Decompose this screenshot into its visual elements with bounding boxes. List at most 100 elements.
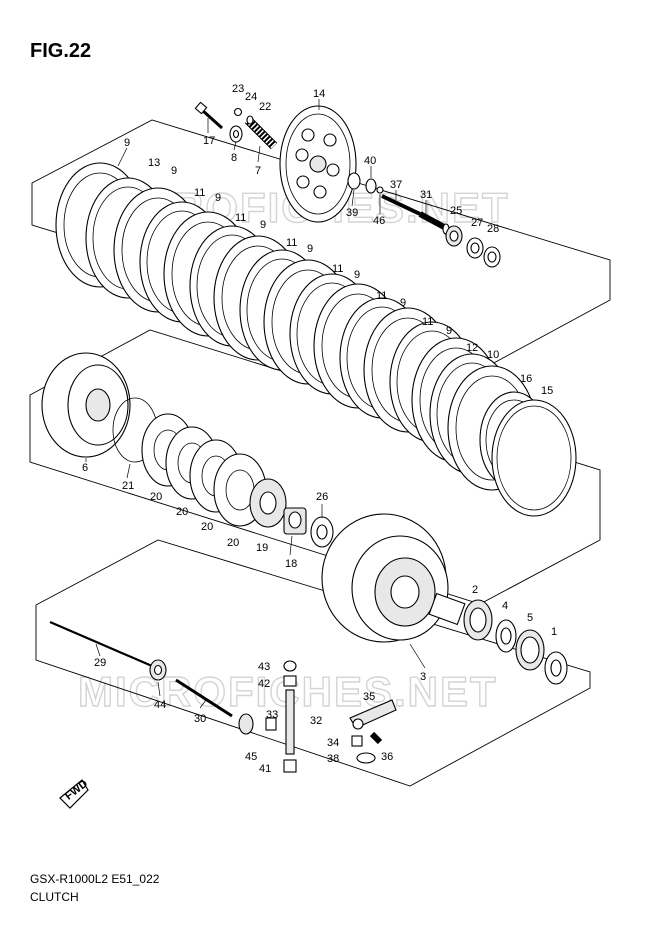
callout-31: 31 (420, 189, 432, 201)
nut-34 (351, 735, 363, 747)
callout-44: 44 (154, 699, 166, 711)
washer-24 (246, 115, 254, 125)
callout-21: 21 (122, 480, 134, 492)
callout-20d: 20 (227, 537, 239, 549)
callout-40: 40 (364, 155, 376, 167)
callout-34: 34 (327, 737, 339, 749)
callout-9d: 9 (260, 219, 266, 231)
callout-14: 14 (313, 88, 325, 100)
callout-labels: 14 23 24 22 17 8 7 40 39 37 46 31 25 27 … (82, 83, 557, 775)
callout-29: 29 (94, 657, 106, 669)
callout-11b: 11 (235, 212, 246, 224)
washer-40 (365, 178, 377, 194)
assembly-frames (29, 119, 611, 787)
callout-28: 28 (487, 223, 499, 235)
leader-lines (85, 99, 427, 709)
callout-41: 41 (259, 763, 271, 775)
callout-46: 46 (373, 215, 385, 227)
ring-46 (376, 186, 384, 194)
callout-27: 27 (471, 217, 483, 229)
callout-42: 42 (258, 678, 270, 690)
callout-9g: 9 (400, 297, 406, 309)
clutch-plate-stack (55, 162, 577, 517)
callout-11e: 11 (376, 290, 387, 302)
callout-9a: 9 (124, 137, 130, 149)
callout-9c: 9 (215, 192, 221, 204)
callout-9e: 9 (307, 243, 313, 255)
sleeve-hub-6 (41, 352, 131, 458)
callout-2: 2 (472, 584, 478, 596)
callout-26: 26 (316, 491, 328, 503)
thrust-washer-1 (544, 651, 568, 685)
seal-42 (283, 675, 297, 687)
spacer-2 (428, 592, 466, 626)
callout-37: 37 (390, 179, 402, 191)
callout-24: 24 (245, 91, 257, 103)
release-shaft-32 (283, 660, 297, 773)
callout-43: 43 (258, 661, 270, 673)
callout-9f: 9 (354, 269, 360, 281)
callout-33: 33 (266, 709, 278, 721)
callout-11c: 11 (286, 237, 297, 249)
push-rod-29 (49, 620, 153, 668)
spring-7 (244, 116, 278, 150)
frame-middle (29, 329, 601, 605)
washer-26 (310, 516, 334, 548)
figure-title: FIG.22 (30, 40, 92, 62)
sleeve-hub-group (41, 352, 334, 548)
primary-driven-gear-group (321, 513, 568, 685)
pressure-plate-group (194, 101, 501, 268)
cam-18 (283, 507, 307, 535)
callout-11f: 11 (422, 316, 433, 328)
judder-spring-15 (491, 399, 577, 517)
callout-11d: 11 (332, 263, 343, 275)
callout-25: 25 (450, 205, 462, 217)
release-arm-35 (349, 699, 397, 730)
callout-6: 6 (82, 462, 88, 474)
callout-8: 8 (231, 152, 237, 164)
callout-12: 12 (466, 342, 478, 354)
callout-19: 19 (256, 542, 268, 554)
callout-1: 1 (551, 626, 557, 638)
callout-38: 38 (327, 753, 339, 765)
callout-39: 39 (346, 207, 358, 219)
oil-seal-44 (149, 659, 167, 681)
callout-7: 7 (255, 165, 261, 177)
washer-38 (356, 752, 376, 764)
callout-9b: 9 (171, 165, 177, 177)
callout-17: 17 (203, 135, 215, 147)
push-rod-30 (175, 678, 233, 718)
frame-bottom (35, 539, 591, 787)
callout-10: 10 (487, 349, 499, 361)
spring-36 (369, 731, 383, 745)
callout-22: 22 (259, 101, 271, 113)
callout-4: 4 (502, 600, 508, 612)
callout-35: 35 (363, 691, 375, 703)
callout-11a: 11 (194, 187, 205, 199)
callout-18: 18 (285, 558, 297, 570)
callout-13: 13 (148, 157, 160, 169)
callout-20a: 20 (150, 491, 162, 503)
primary-driven-gear-3 (321, 513, 449, 643)
frame-top (31, 119, 611, 366)
callout-32: 32 (310, 715, 322, 727)
fwd-arrow-icon: FWD (59, 778, 90, 809)
washer-4 (495, 619, 517, 653)
section-name: CLUTCH (30, 890, 79, 904)
washer-39 (347, 172, 361, 190)
needle-bearing-5 (515, 629, 545, 671)
cam-plate-19 (249, 478, 287, 528)
callout-3: 3 (420, 671, 426, 683)
callout-23: 23 (232, 83, 244, 95)
model-code: GSX-R1000L2 E51_022 (30, 872, 160, 886)
callout-20b: 20 (176, 506, 188, 518)
bearing-2b (463, 599, 493, 641)
callout-36: 36 (381, 751, 393, 763)
callout-16: 16 (520, 373, 532, 385)
callout-5: 5 (527, 612, 533, 624)
washer-23 (233, 107, 243, 117)
bearing-45 (238, 713, 254, 735)
bearing-43 (283, 660, 297, 672)
pin-33 (265, 717, 277, 731)
